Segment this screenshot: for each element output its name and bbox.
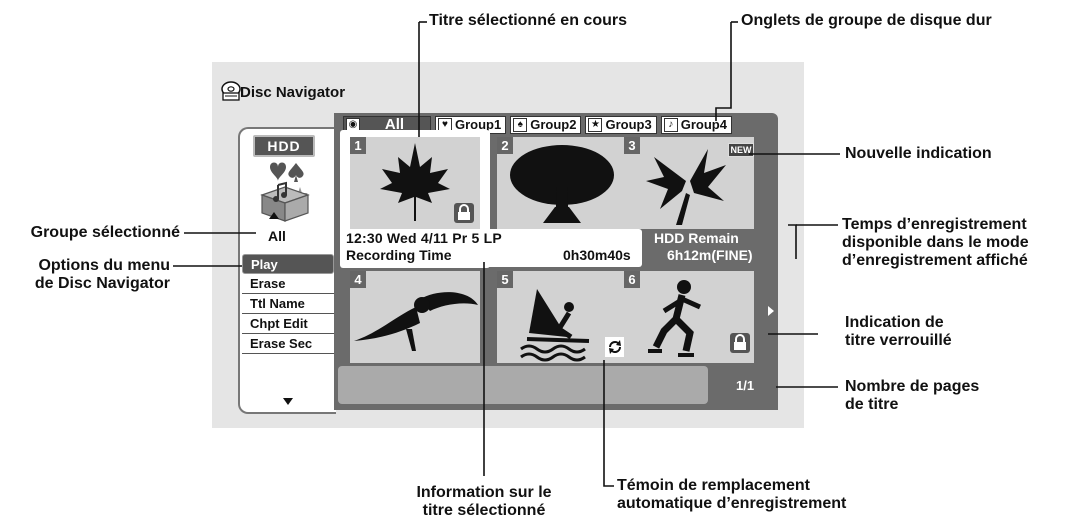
callout-recording-time-3: d’enregistrement affiché xyxy=(842,252,1028,269)
callout-locked-2: titre verrouillé xyxy=(845,332,952,349)
title-number: 2 xyxy=(497,137,513,154)
title-info-box xyxy=(340,229,642,267)
prev-page-arrow[interactable] xyxy=(340,176,346,186)
callout-hdd-group-tabs: Onglets de groupe de disque dur xyxy=(741,12,992,29)
tab-group2[interactable]: ♠ Group2 xyxy=(510,116,582,134)
message-bar xyxy=(338,366,708,404)
callout-pages-2: de titre xyxy=(845,396,899,413)
callout-recording-time-2: disponible dans le mode xyxy=(842,234,1029,251)
new-badge: NEW xyxy=(728,143,754,157)
hdd-remain-label: HDD Remain xyxy=(654,230,739,246)
scroll-up-arrow[interactable] xyxy=(269,212,279,219)
menu-item-chapter-edit[interactable]: Chpt Edit xyxy=(242,314,334,334)
disc-navigator-menu: Play Erase Ttl Name Chpt Edit Erase Sec xyxy=(242,254,334,354)
title-thumbnail-6[interactable]: 6 xyxy=(624,271,754,363)
callout-pages-1: Nombre de pages xyxy=(845,378,980,395)
title-thumbnail-3[interactable]: 3 NEW xyxy=(624,137,754,229)
title-number: 1 xyxy=(350,137,366,154)
callout-selected-group: Groupe sélectionné xyxy=(30,224,180,241)
disc-icon xyxy=(221,81,241,101)
menu-item-title-name[interactable]: Ttl Name xyxy=(242,294,334,314)
star-icon: ★ xyxy=(588,118,603,132)
callout-recording-time-1: Temps d’enregistrement xyxy=(842,216,1027,233)
page-count: 1/1 xyxy=(736,378,755,393)
callout-title-info-1: Information sur le xyxy=(416,484,552,501)
callout-new-indication: Nouvelle indication xyxy=(845,145,992,162)
callout-menu-options-1: Options du menu xyxy=(38,257,170,274)
title-number: 5 xyxy=(497,271,513,288)
title-info-duration: 0h30m40s xyxy=(563,247,631,263)
lock-icon xyxy=(454,203,474,223)
callout-locked-1: Indication de xyxy=(845,314,944,331)
title-thumbnail-1[interactable]: 1 xyxy=(350,137,480,229)
spade-icon: ♠ xyxy=(513,118,528,132)
tab-group3[interactable]: ★ Group3 xyxy=(585,116,657,134)
callout-current-title: Titre sélectionné en cours xyxy=(429,12,627,29)
callout-menu-options-2: de Disc Navigator xyxy=(34,275,170,292)
callout-auto-replace-2: automatique d’enregistrement xyxy=(617,495,847,512)
title-thumbnail-4[interactable]: 4 xyxy=(350,271,480,363)
title-number: 3 xyxy=(624,137,640,154)
title-number: 4 xyxy=(350,271,366,288)
app-title: Disc Navigator xyxy=(240,84,346,101)
title-info-recording-label: Recording Time xyxy=(346,247,452,263)
toucan-icon xyxy=(354,292,478,351)
menu-item-erase-section[interactable]: Erase Sec xyxy=(242,334,334,354)
title-number: 6 xyxy=(624,271,640,288)
tab-group4[interactable]: ♪ Group4 xyxy=(660,116,732,134)
tab-label: All xyxy=(384,116,405,133)
selected-group-label: All xyxy=(268,228,286,244)
auto-replace-icon xyxy=(605,337,625,357)
next-page-arrow[interactable] xyxy=(768,306,774,316)
group-box-icon xyxy=(260,162,310,222)
menu-item-erase[interactable]: Erase xyxy=(242,274,334,294)
title-thumbnail-5[interactable]: 5 xyxy=(497,271,627,363)
group-tabs: ◉ All ♥ Group1 ♠ Group2 ★ Group3 ♪ Group… xyxy=(343,116,732,134)
hdd-remain-value: 6h12m(FINE) xyxy=(667,247,753,263)
tree-icon xyxy=(510,145,614,223)
callout-title-info-2: titre sélectionné xyxy=(422,502,546,519)
tab-label: Group1 xyxy=(455,117,502,132)
tab-label: Group2 xyxy=(530,117,577,132)
tab-label: Group3 xyxy=(605,117,652,132)
windsurfer-icon xyxy=(520,289,590,362)
title-thumbnail-2[interactable]: 2 xyxy=(497,137,627,229)
music-note-icon: ♪ xyxy=(663,118,678,132)
skater-icon xyxy=(648,280,702,357)
scroll-down-arrow[interactable] xyxy=(283,398,293,405)
title-info-date: 12:30 Wed 4/11 Pr 5 LP xyxy=(346,230,502,246)
lily-flower-icon xyxy=(646,149,726,225)
callout-auto-replace-1: Témoin de remplacement xyxy=(617,477,810,494)
lock-icon xyxy=(730,333,750,353)
menu-item-play[interactable]: Play xyxy=(242,254,334,274)
maple-leaf-icon xyxy=(380,143,450,221)
hdd-badge: HDD xyxy=(253,135,315,157)
